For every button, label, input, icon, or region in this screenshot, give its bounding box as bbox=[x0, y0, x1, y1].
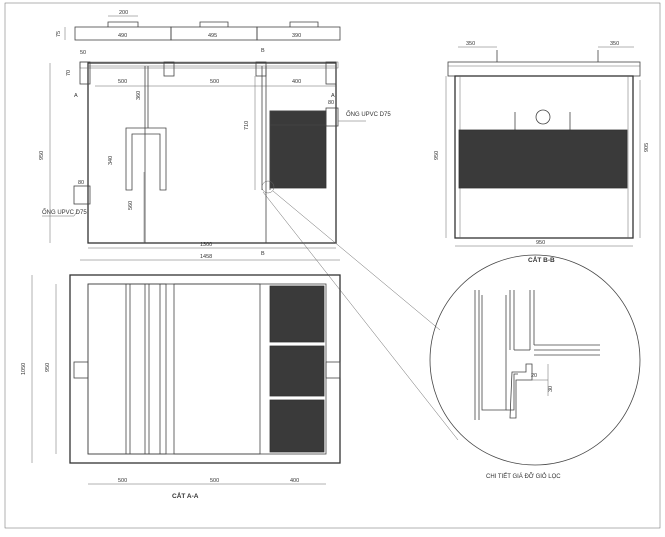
plan-filter-3 bbox=[269, 399, 325, 453]
inlet-deflector bbox=[125, 127, 167, 191]
bb-caption: CẮT B-B bbox=[528, 255, 555, 264]
dim-mid-2: 500 bbox=[210, 79, 219, 85]
filter-basket bbox=[269, 110, 327, 189]
dim-1458: 1458 bbox=[200, 254, 212, 260]
longitudinal-section: 200 490 495 390 75 50 70 500 500 400 A A… bbox=[39, 10, 391, 261]
plan-outlet-pipe bbox=[325, 361, 341, 379]
dim-mid-1: 500 bbox=[118, 79, 127, 85]
dim-360: 360 bbox=[136, 91, 142, 100]
lid-handle-1 bbox=[107, 21, 139, 27]
flange-left bbox=[79, 61, 91, 85]
dim-50: 50 bbox=[80, 50, 86, 56]
plan-chamber-1 bbox=[87, 283, 167, 455]
plan-aa: 1050 950 500 500 400 CẮT A-A bbox=[21, 274, 341, 500]
lid-panel-3 bbox=[256, 26, 341, 41]
bb-dim-350-left: 350 bbox=[466, 41, 475, 47]
section-bb: 350 350 950 905 950 CẮT B-B bbox=[434, 41, 650, 264]
dim-80-right: 80 bbox=[328, 100, 334, 106]
plan-dim-inner: 950 bbox=[45, 363, 51, 372]
bb-tank bbox=[454, 75, 634, 239]
dim-lid-3: 390 bbox=[292, 33, 301, 39]
sheet-border bbox=[4, 2, 661, 529]
bb-dim-350-right: 350 bbox=[610, 41, 619, 47]
plan-filter-1 bbox=[269, 285, 325, 343]
plan-dim-2: 500 bbox=[210, 478, 219, 484]
tank-body bbox=[87, 62, 337, 244]
detail-circle bbox=[429, 254, 641, 466]
pipe-out-label: ỐNG UPVC D75 bbox=[346, 111, 391, 118]
pipe-in-label: ỐNG UPVC D75 bbox=[42, 209, 87, 216]
bb-dim-bottom: 950 bbox=[536, 240, 545, 246]
lid-handle-2 bbox=[199, 21, 229, 27]
detail-leader-2 bbox=[262, 191, 459, 441]
dim-mid-3: 400 bbox=[292, 79, 301, 85]
dim-710: 710 bbox=[244, 121, 250, 130]
dim-75: 75 bbox=[56, 31, 62, 37]
outlet-pipe bbox=[325, 107, 339, 127]
detail-marker bbox=[261, 180, 275, 194]
lid-handle-3 bbox=[289, 21, 319, 27]
plan-chamber-2 bbox=[173, 283, 261, 455]
detail-dim-20: 20 bbox=[531, 373, 537, 379]
dim-lid-2: 495 bbox=[208, 33, 217, 39]
bb-outlet-circle bbox=[535, 109, 551, 125]
bb-dim-950: 950 bbox=[434, 151, 440, 160]
detail-basket bbox=[481, 295, 507, 411]
inlet-pipe bbox=[73, 185, 91, 205]
plan-dim-outer: 1050 bbox=[21, 363, 27, 375]
plan-caption: CẮT A-A bbox=[172, 491, 199, 500]
dim-560: 560 bbox=[128, 201, 134, 210]
detail-view: 20 30 CHI TIẾT GIÁ ĐỠ GIỎ LỌC bbox=[429, 254, 641, 480]
flange-right bbox=[325, 61, 337, 85]
dim-lid-1: 490 bbox=[118, 33, 127, 39]
detail-caption: CHI TIẾT GIÁ ĐỠ GIỎ LỌC bbox=[486, 473, 561, 480]
dim-200: 200 bbox=[119, 10, 128, 16]
dim-80-left: 80 bbox=[78, 180, 84, 186]
detail-leader-1 bbox=[272, 190, 441, 331]
mark-a-right: A bbox=[331, 93, 335, 99]
dim-1300: 1300 bbox=[200, 242, 212, 248]
mark-b-top: B bbox=[261, 48, 265, 54]
plan-filter-2 bbox=[269, 345, 325, 397]
dim-950-left: 950 bbox=[39, 151, 45, 160]
bb-lid bbox=[447, 61, 641, 77]
mark-a-left: A bbox=[74, 93, 78, 99]
detail-dim-30: 30 bbox=[548, 386, 554, 392]
plan-dim-1: 500 bbox=[118, 478, 127, 484]
plan-inlet-pipe bbox=[73, 361, 89, 379]
dim-340: 340 bbox=[108, 156, 114, 165]
plan-dim-3: 400 bbox=[290, 478, 299, 484]
bb-dim-905: 905 bbox=[644, 143, 650, 152]
mark-b-bottom: B bbox=[261, 251, 265, 257]
bb-filter bbox=[458, 129, 628, 189]
dim-70: 70 bbox=[66, 70, 72, 76]
